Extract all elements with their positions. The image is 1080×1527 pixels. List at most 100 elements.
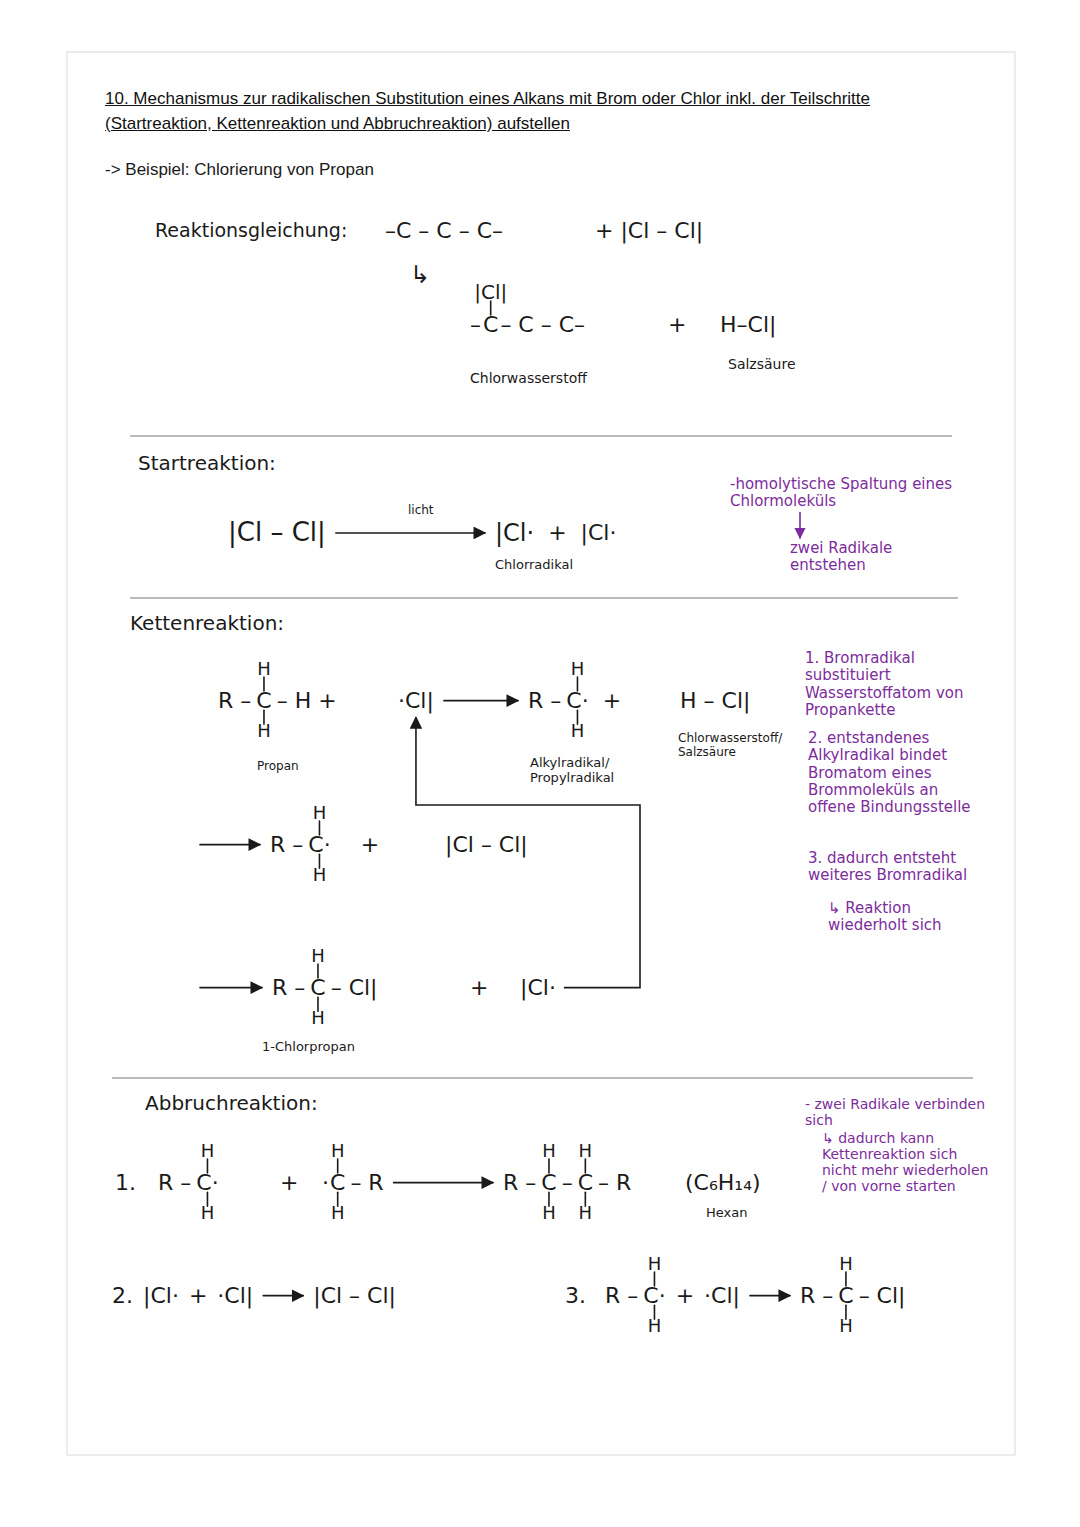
formula-text: ↳ <box>410 262 430 290</box>
section-divider <box>112 1077 973 1078</box>
formula-text: C <box>330 1170 345 1195</box>
note-text: zwei Radikale entstehen <box>790 540 900 575</box>
formula-text: C· <box>566 688 588 713</box>
reaction-arrow <box>200 844 260 846</box>
formula-text: H <box>201 1203 215 1224</box>
formula-text: – Cl| <box>331 975 378 1000</box>
formula-text: R – <box>272 975 305 1000</box>
formula-text: R – <box>800 1283 833 1308</box>
formula-text: ·Cl| <box>704 1283 740 1308</box>
formula-text: H <box>542 1203 556 1224</box>
formula-text: C <box>578 1170 593 1195</box>
formula-text: |Cl· <box>520 975 556 1000</box>
formula-text: Startreaktion: <box>138 452 276 475</box>
formula-text: – <box>470 312 481 337</box>
formula-text: |Cl· <box>495 520 534 548</box>
bond-layer <box>200 301 846 1319</box>
formula-text: H <box>331 1141 345 1162</box>
formula-text: H <box>257 659 271 680</box>
formula-text: H <box>542 1141 556 1162</box>
section-divider <box>130 435 952 436</box>
formula-text: Chlorradikal <box>495 558 573 573</box>
formula-text: C <box>256 688 271 713</box>
formula-text: H <box>571 659 585 680</box>
formula-text: H <box>579 1203 593 1224</box>
formula-text: C· <box>643 1283 665 1308</box>
formula-text: Reaktionsgleichung: <box>155 220 347 242</box>
formula-text: |Cl· <box>143 1283 179 1308</box>
reaction-arrow <box>200 987 262 989</box>
formula-text: H <box>257 721 271 742</box>
page-frame <box>67 52 1015 1455</box>
formula-text: + <box>548 520 566 545</box>
formula-text: |Cl| <box>474 281 507 304</box>
note-text: 1. Bromradikal substituiert Wasserstoffa… <box>805 650 980 719</box>
formula-text: – R <box>598 1170 631 1195</box>
formula-text: H – Cl| <box>680 688 750 713</box>
formula-text: H <box>648 1254 662 1275</box>
reaction-arrow <box>394 1182 493 1184</box>
formula-text: H <box>579 1141 593 1162</box>
formula-text: |Cl – Cl| <box>313 1283 396 1308</box>
formula-text: Alkylradikal/ Propylradikal <box>530 756 660 786</box>
reaction-arrow <box>263 1295 303 1297</box>
section-divider <box>130 597 958 598</box>
formula-text: + <box>603 688 621 713</box>
formula-text: H <box>331 1203 345 1224</box>
formula-text: R – <box>270 832 303 857</box>
formula-text: C· <box>308 832 330 857</box>
formula-text: Salzsäure <box>728 356 796 372</box>
formula-text: C <box>483 312 498 337</box>
formula-text: Abbruchreaktion: <box>145 1092 318 1115</box>
formula-text: + <box>470 975 488 1000</box>
formula-text: H <box>311 946 325 967</box>
formula-text: ·Cl| <box>217 1283 253 1308</box>
formula-text: |Cl – Cl| <box>228 518 326 548</box>
formula-text: R – <box>503 1170 536 1195</box>
formula-text: |Cl – Cl| <box>445 832 528 857</box>
formula-text: 3. <box>565 1283 586 1308</box>
formula-text: R – <box>218 688 251 713</box>
reaction-arrow <box>444 700 518 702</box>
formula-text: Chlorwasserstoff/ Salzsäure <box>678 732 796 760</box>
formula-text: |Cl· <box>581 520 617 545</box>
formula-text: H <box>839 1316 853 1337</box>
formula-text: H <box>648 1316 662 1337</box>
formula-text: H <box>313 803 327 824</box>
formula-text: C <box>310 975 325 1000</box>
page-heading: 10. Mechanismus zur radikalischen Substi… <box>105 86 945 136</box>
note-text: -homolytische Spaltung eines Chlormolekü… <box>730 476 970 511</box>
formula-text: Hexan <box>706 1206 747 1221</box>
formula-text: Chlorwasserstoff <box>470 370 587 386</box>
formula-text: H <box>201 1141 215 1162</box>
note-text: 2. entstandenes Alkylradikal bindet Brom… <box>808 730 978 816</box>
formula-text: H <box>571 721 585 742</box>
formula-text: licht <box>408 504 434 518</box>
formula-text: + <box>361 832 379 857</box>
formula-text: 2. <box>112 1283 133 1308</box>
formula-text: – Cl| <box>859 1283 906 1308</box>
formula-text: H <box>313 865 327 886</box>
reaction-arrow <box>750 1295 790 1297</box>
formula-text: C· <box>196 1170 218 1195</box>
formula-text: H <box>839 1254 853 1275</box>
note-text: ↳ dadurch kann Kettenreaktion sich nicht… <box>822 1130 992 1194</box>
formula-text: R – <box>528 688 561 713</box>
formula-text: (C₆H₁₄) <box>685 1170 761 1195</box>
reaction-arrow <box>336 532 485 534</box>
note-text: - zwei Radikale verbinden sich <box>805 1096 995 1128</box>
formula-text: + <box>280 1170 298 1195</box>
formula-text: ·Cl| <box>398 688 434 713</box>
formula-text: – C – C– <box>500 312 585 337</box>
formula-text: R – <box>158 1170 191 1195</box>
formula-text: + |Cl – Cl| <box>595 218 703 243</box>
formula-text: + <box>676 1283 694 1308</box>
formula-text: + <box>189 1283 207 1308</box>
formula-text: + <box>668 312 686 337</box>
formula-text: H <box>311 1008 325 1029</box>
note-text: ↳ Reaktion wiederholt sich <box>828 900 978 935</box>
formula-text: Propan <box>257 760 299 774</box>
formula-text: – R <box>350 1170 383 1195</box>
formula-text: R – <box>605 1283 638 1308</box>
